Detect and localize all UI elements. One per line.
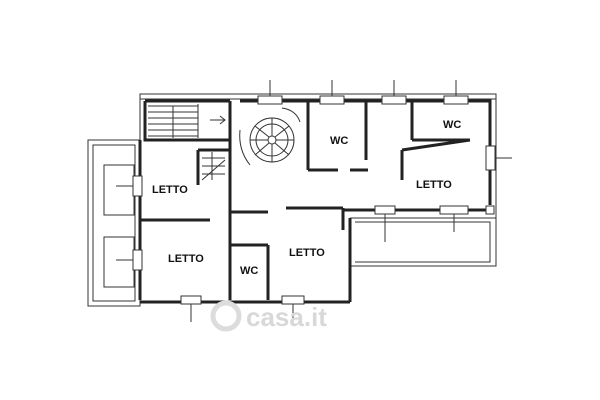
room-label-wc-center: WC — [330, 135, 348, 147]
left-annex — [87, 139, 141, 307]
watermark: casa.it — [210, 300, 327, 332]
room-label-letto-right: LETTO — [416, 179, 452, 191]
straight-stair — [148, 104, 226, 138]
side-windows — [116, 145, 512, 322]
terrace-outline — [350, 217, 497, 267]
room-labels: LETTO LETTO LETTO LETTO WC WC WC — [152, 119, 461, 277]
room-label-letto-lower-left: LETTO — [168, 253, 204, 265]
room-label-letto-center: LETTO — [289, 247, 325, 259]
top-windows — [257, 80, 469, 105]
spiral-stair — [239, 107, 301, 166]
outer-outline — [139, 93, 497, 218]
watermark-text: casa.it — [246, 302, 327, 332]
room-label-wc-right: WC — [443, 119, 461, 131]
room-label-wc-small: WC — [240, 265, 258, 277]
main-walls — [138, 99, 492, 304]
winder-stair — [201, 152, 226, 181]
room-label-letto-upper-left: LETTO — [152, 184, 188, 196]
